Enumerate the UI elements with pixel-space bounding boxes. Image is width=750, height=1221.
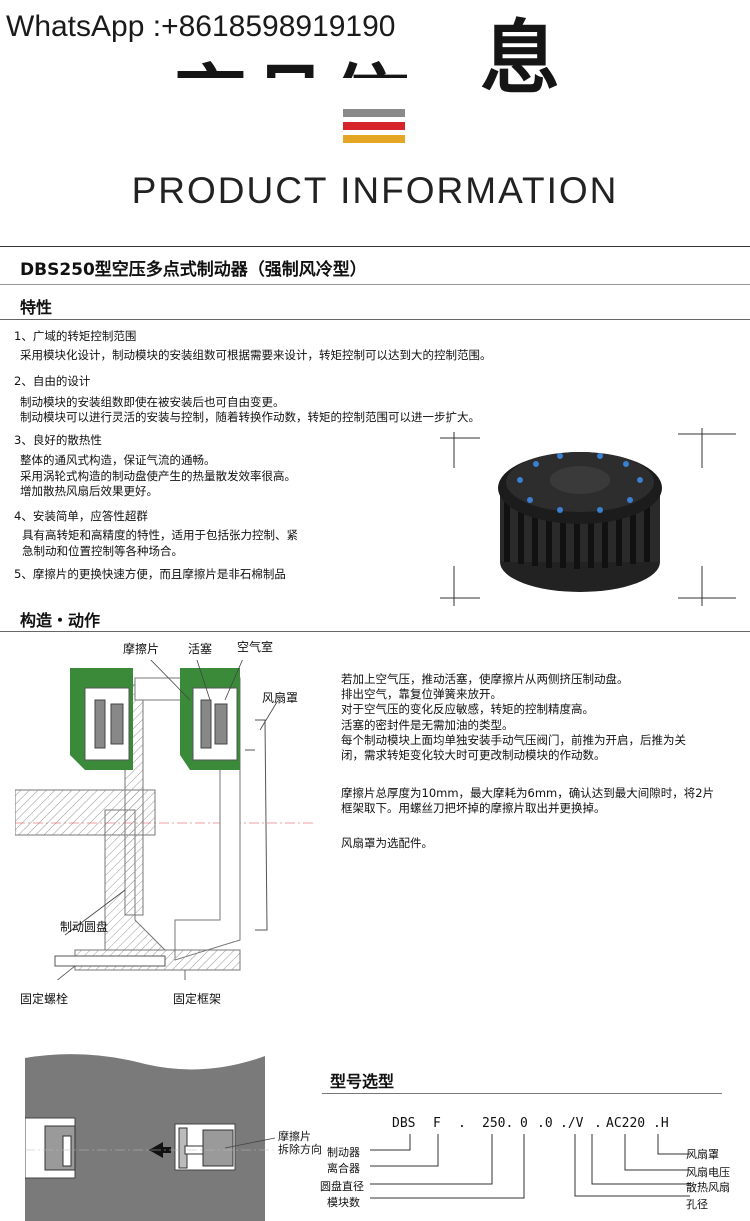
- model-label-clutch: 离合器: [327, 1162, 360, 1175]
- structure-text: 风扇罩为选配件。: [341, 836, 433, 850]
- model-label-brake: 制动器: [327, 1146, 360, 1159]
- model-label-module-count: 模块数: [327, 1196, 360, 1209]
- structure-text: 框架取下。用螺丝刀把坏掉的摩擦片取出并更换掉。: [341, 801, 606, 815]
- watermark-text: WhatsApp :+8618598919190: [6, 10, 396, 43]
- brake-product-photo: [440, 428, 736, 606]
- model-code-part: .: [458, 1116, 466, 1131]
- model-code-part: 250.: [482, 1116, 514, 1131]
- feature-text: 急制动和位置控制等各种场合。: [22, 544, 183, 558]
- brake-cross-section-diagram: [15, 660, 315, 980]
- label-fixing-bolt: 固定螺栓: [20, 992, 69, 1006]
- feature-text: 制动模块的安装组数即使在被安装后也可自由变更。: [20, 395, 285, 409]
- model-code-part: DBS: [392, 1116, 416, 1131]
- feature-text: 具有高转矩和高精度的特性，适用于包括张力控制、紧: [22, 528, 298, 542]
- structure-text: 排出空气，靠复位弹簧来放开。: [341, 687, 502, 701]
- friction-plate-removal-diagram: [25, 1054, 275, 1221]
- structure-text: 闭，需求转矩变化较大时可更改制动模块的作动数。: [341, 748, 606, 762]
- heading-char: 息: [480, 12, 560, 105]
- section-divider: [0, 319, 750, 320]
- model-code-part: .H: [653, 1116, 669, 1131]
- flag-stripe-gray: [343, 109, 405, 117]
- section-model-label: 型号选型: [330, 1072, 395, 1091]
- label-friction-plate: 摩擦片: [123, 642, 160, 656]
- divider: [0, 246, 750, 247]
- heading-partial-text: 产品信: [170, 38, 470, 78]
- feature-heading: 2、自由的设计: [14, 374, 91, 388]
- model-label-cooling-fan: 散热风扇: [686, 1181, 730, 1194]
- label-fixing-frame: 固定框架: [173, 992, 222, 1006]
- model-code-part: AC220: [606, 1116, 646, 1131]
- feature-text: 整体的通风式构造，保证气流的通畅。: [20, 453, 216, 467]
- feature-text: 采用涡轮式构造的制动盘使产生的热量散发效率很高。: [20, 469, 296, 483]
- label-piston: 活塞: [188, 642, 213, 656]
- section-subtitle: PRODUCT INFORMATION: [131, 170, 619, 211]
- structure-text: 对于空气压的变化反应敏感，转矩的控制精度高。: [341, 702, 594, 716]
- feature-text: 采用模块化设计，制动模块的安装组数可根据需要来设计，转矩控制可以达到大的控制范围…: [20, 348, 492, 362]
- product-title: DBS250型空压多点式制动器（强制风冷型）: [20, 260, 367, 280]
- model-code-part: 0: [520, 1116, 528, 1131]
- feature-heading: 4、安装简单，应答性超群: [14, 509, 148, 523]
- section-divider: [0, 631, 750, 632]
- model-label-bore: 孔径: [686, 1198, 708, 1211]
- model-code-part: F: [433, 1116, 441, 1131]
- feature-text: 增加散热风扇后效果更好。: [20, 484, 158, 498]
- model-label-fan-cover: 风扇罩: [686, 1148, 719, 1161]
- label-removal-line1: 摩擦片: [278, 1130, 311, 1143]
- model-label-disc-diameter: 圆盘直径: [320, 1180, 364, 1193]
- label-fan-cover: 风扇罩: [262, 691, 299, 705]
- section-divider: [322, 1093, 722, 1094]
- structure-text: 若加上空气压，推动活塞，使摩擦片从两侧挤压制动盘。: [341, 672, 629, 686]
- model-code-leader-lines: [370, 1134, 690, 1199]
- feature-heading: 1、广域的转矩控制范围: [14, 329, 137, 343]
- feature-heading: 3、良好的散热性: [14, 433, 102, 447]
- flag-stripe-yellow: [343, 135, 405, 143]
- label-brake-disc: 制动圆盘: [60, 920, 109, 934]
- structure-text: 活塞的密封件是无需加油的类型。: [341, 718, 514, 732]
- structure-text: 每个制动模块上面均单独安装手动气压阀门，前推为开启，后推为关: [341, 733, 686, 747]
- feature-heading: 5、摩擦片的更换快速方便，而且摩擦片是非石棉制品: [14, 567, 286, 581]
- feature-text: 制动模块可以进行灵活的安装与控制，随着转换作动数，转矩的控制范围可以进一步扩大。: [20, 410, 480, 424]
- model-code-part: .0: [537, 1116, 553, 1131]
- model-label-fan-voltage: 风扇电压: [686, 1166, 730, 1179]
- section-features-label: 特性: [20, 298, 53, 317]
- label-removal-line2: 拆除方向: [278, 1143, 322, 1156]
- flag-stripe-red: [343, 122, 405, 130]
- label-air-chamber: 空气室: [237, 640, 274, 654]
- structure-text: 摩擦片总厚度为10mm，最大摩耗为6mm，确认达到最大间隙时，将2片: [341, 786, 715, 800]
- model-code-part: .: [594, 1116, 602, 1131]
- divider: [0, 284, 750, 285]
- model-code-part: ./V: [560, 1116, 584, 1131]
- section-structure-label: 构造・动作: [20, 611, 101, 630]
